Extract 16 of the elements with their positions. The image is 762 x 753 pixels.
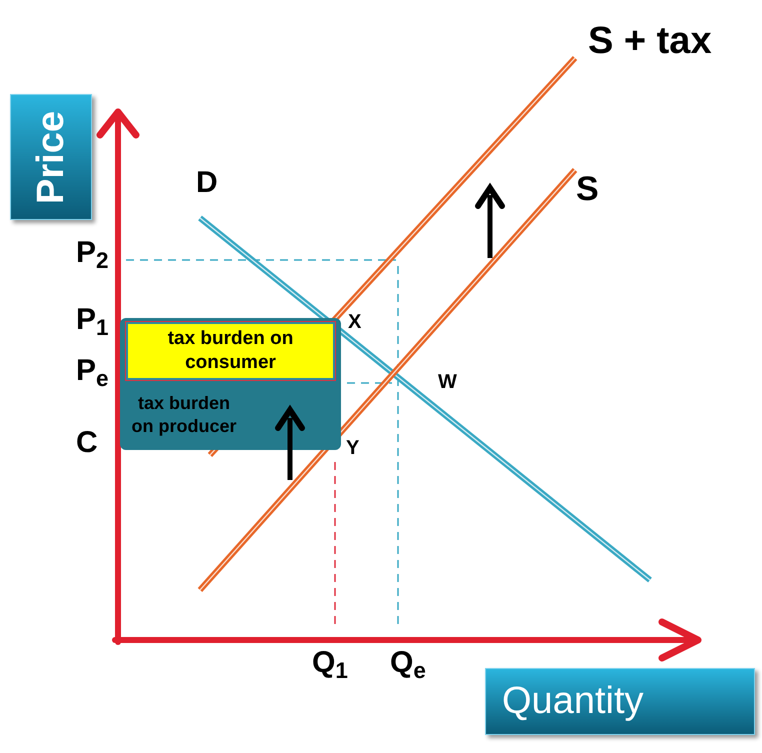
curve-label: S + tax (588, 22, 712, 60)
quantity-label: Q$_{e}$ (390, 648, 426, 678)
price-label: P$_{1}$ (76, 305, 109, 335)
curve-label: D (196, 168, 218, 198)
quantity-label: Q$_{1}$ (312, 648, 348, 678)
price-label: P$_{2}$ (76, 238, 109, 268)
point-label: W (438, 372, 457, 392)
consumer-burden-area: tax burden on consumer (126, 322, 335, 380)
point-label: X (348, 312, 362, 332)
point-label: Y (346, 438, 360, 458)
price-label: P$_{e}$ (76, 356, 109, 386)
axis-title: Price (10, 94, 92, 220)
price-label: C (76, 428, 98, 458)
curve-label: S (576, 172, 599, 206)
producer-burden-area: tax burden on consumer tax burden on producer (120, 318, 341, 450)
axis-title: Quantity (485, 668, 755, 735)
